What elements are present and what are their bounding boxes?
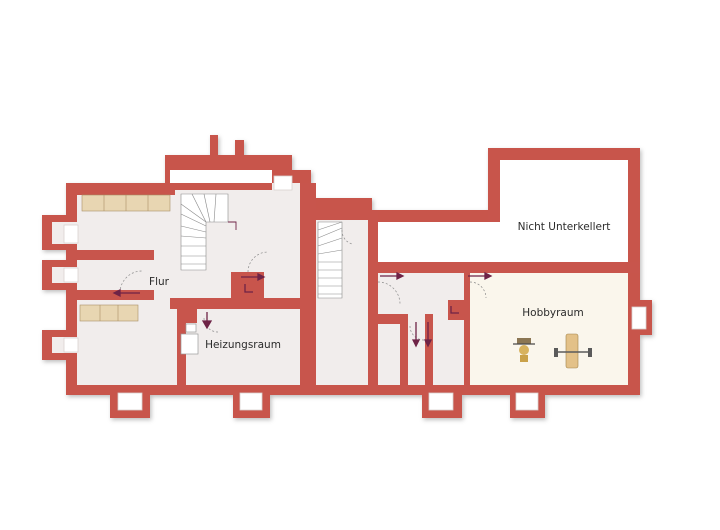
window-west-3 bbox=[63, 337, 79, 353]
wall-heizung-top bbox=[170, 298, 310, 309]
door-swings bbox=[119, 229, 487, 341]
room-label-flur: Flur bbox=[149, 276, 169, 288]
fitness-equipment-icon bbox=[513, 338, 535, 362]
wall-hobby-pillar bbox=[448, 300, 468, 320]
room-label-nicht-unterkellert: Nicht Unterkellert bbox=[517, 221, 611, 233]
wall-nicht-west-upper bbox=[488, 210, 500, 222]
room-label-hobbyraum: Hobbyraum bbox=[522, 307, 584, 319]
wall-stair-head bbox=[165, 183, 175, 195]
room-label-heizungsraum: Heizungsraum bbox=[205, 339, 281, 351]
window-west-1 bbox=[63, 224, 79, 244]
wall-flur-east bbox=[300, 183, 316, 395]
door-arrows bbox=[112, 271, 493, 348]
weight-bench-icon bbox=[554, 333, 592, 369]
floor-nicht-unterkellert bbox=[378, 222, 628, 262]
window-south-3 bbox=[428, 392, 454, 411]
stairs-west bbox=[180, 193, 237, 271]
wall-corridor-east bbox=[368, 210, 378, 395]
heating-unit bbox=[180, 323, 199, 355]
stairs-east bbox=[317, 221, 343, 299]
floor-hobbyraum bbox=[470, 273, 628, 385]
window-south-2 bbox=[239, 392, 263, 411]
window-south-1 bbox=[117, 392, 143, 411]
window-west-2 bbox=[63, 267, 79, 283]
cabinet-lower bbox=[79, 304, 139, 322]
windows bbox=[63, 175, 647, 411]
wall-nicht-south bbox=[372, 262, 640, 273]
floor-flur bbox=[77, 183, 300, 385]
wall-stair-left-box bbox=[316, 210, 368, 220]
window-south-4 bbox=[515, 392, 539, 411]
interior-walls bbox=[66, 170, 640, 395]
wall-flur-inner-1 bbox=[66, 250, 154, 260]
floor-middle-corridor bbox=[378, 273, 470, 385]
window-north-flur bbox=[273, 175, 293, 191]
wall-corridor-stub-1 bbox=[378, 314, 402, 324]
floor-nicht-unterkellert-top bbox=[500, 160, 628, 222]
wall-pillar-heiz bbox=[177, 309, 197, 323]
window-east bbox=[631, 306, 647, 330]
wall-flur-inner-2 bbox=[66, 290, 154, 300]
wall-corridor-stub-2 bbox=[400, 314, 408, 395]
cabinets bbox=[79, 194, 171, 322]
wall-top-chimney bbox=[170, 170, 272, 183]
wall-hobby-west bbox=[464, 273, 470, 395]
wall-corridor-stub-3 bbox=[425, 314, 433, 395]
